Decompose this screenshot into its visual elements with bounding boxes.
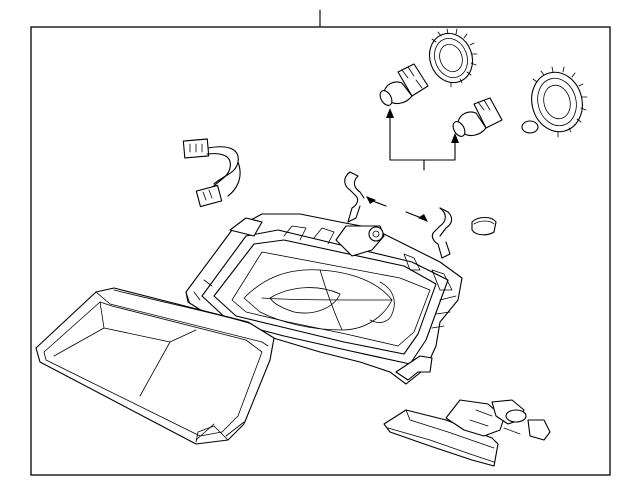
- retaining-clip-right: [405, 207, 453, 259]
- mounting-bracket: [383, 399, 551, 467]
- bulb-socket-ring-upper: [428, 28, 478, 88]
- headlamp-lens: [35, 287, 275, 445]
- bulb-socket-ring-lower: [521, 66, 588, 138]
- bulb-high: [379, 63, 429, 106]
- diagram-frame: [30, 26, 611, 476]
- retaining-clip-left: [344, 171, 387, 223]
- bulb-low: [452, 97, 503, 137]
- headlamp-housing: [185, 213, 463, 385]
- bulb-callout-bracket: [386, 108, 459, 171]
- small-cap: [471, 216, 497, 236]
- wiring-harness: [182, 138, 241, 208]
